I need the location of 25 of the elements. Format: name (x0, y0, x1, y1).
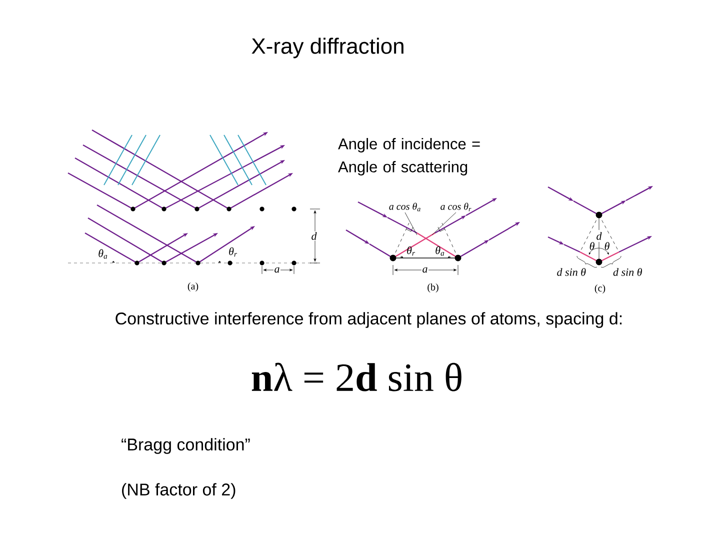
panel-label: (c) (594, 284, 606, 294)
heading-text: Constructive interference from adjacent planes of atoms, spacing d: (116, 312, 622, 328)
note-text: Angle of incidence = Angle of scattering (338, 138, 480, 176)
leader-label: a cos θ$_{a}$ (389, 202, 420, 212)
length-label: d sin θ (557, 268, 586, 276)
equation: nλ = 2d sin θ (252, 362, 462, 392)
dimension-label: d (595, 231, 603, 241)
panel-label: (a) (188, 282, 198, 292)
length-label: d sin θ (613, 268, 642, 276)
leader-line (404, 212, 418, 236)
angle-label: θ (590, 242, 594, 250)
panel-label: (b) (428, 283, 438, 293)
leader-line (432, 212, 456, 236)
dimension-label: a (421, 266, 429, 274)
angle-label: θ$_{a}$ (98, 249, 108, 259)
dimension-label: d (310, 231, 318, 241)
angle-label: θ$_{r}$ (229, 247, 237, 257)
angle-label: θ$_{a}$ (436, 246, 444, 256)
title: X-ray diffraction (252, 38, 404, 58)
dimension-label: a (273, 266, 281, 274)
note-text: (NB factor of 2) (122, 483, 236, 499)
angle-label: θ (604, 242, 610, 250)
leader-label: a cos θ$_{r}$ (440, 202, 472, 212)
note-text: “Bragg condition” (122, 438, 250, 454)
angle-label: θ$_{r}$ (407, 246, 415, 256)
